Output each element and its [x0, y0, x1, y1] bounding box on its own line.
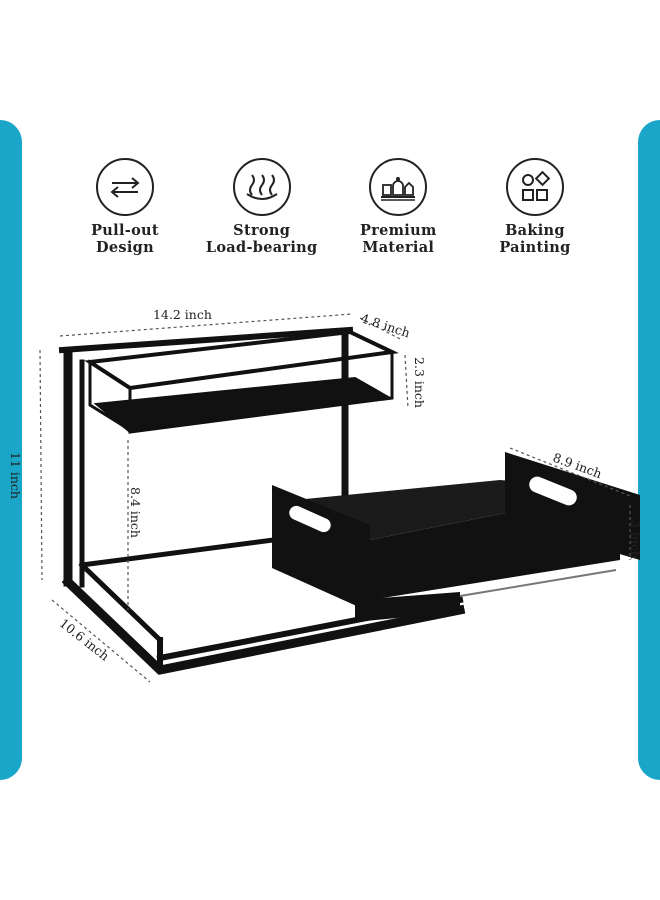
drawer: [272, 452, 640, 622]
right-accent-bar: [638, 120, 660, 780]
kitchenware-icon: [369, 158, 428, 216]
feature-row: Pull-out Design Strong Load-bearing Prem…: [60, 158, 600, 256]
heat-waves-bowl-icon: [232, 158, 291, 216]
left-accent-bar: [0, 120, 22, 780]
shapes-grid-icon: [505, 158, 564, 216]
feature-pull-out: Pull-out Design: [60, 158, 190, 256]
feature-label: Pull-out Design: [91, 222, 159, 256]
feature-premium-material: Premium Material: [333, 158, 463, 256]
image-card: [22, 110, 638, 790]
top-basket: [84, 329, 399, 434]
dim-top-height: 2.3 inch: [411, 357, 427, 408]
dim-overall-height: 11 inch: [7, 452, 23, 499]
dim-top-width: 14.2 inch: [153, 307, 212, 322]
feature-load-bearing: Strong Load-bearing: [197, 158, 327, 256]
feature-label: Baking Painting: [499, 222, 571, 256]
feature-baking-painting: Baking Painting: [470, 158, 600, 256]
pull-out-arrows-icon: [96, 158, 154, 216]
dim-drawer-height: 3 inch: [628, 519, 644, 560]
dimension-lines: [39, 313, 631, 683]
dim-clearance: 8.4 inch: [127, 487, 143, 538]
shelf-product-illustration: [39, 313, 640, 683]
feature-label: Strong Load-bearing: [205, 222, 318, 256]
feature-label: Premium Material: [360, 222, 437, 256]
